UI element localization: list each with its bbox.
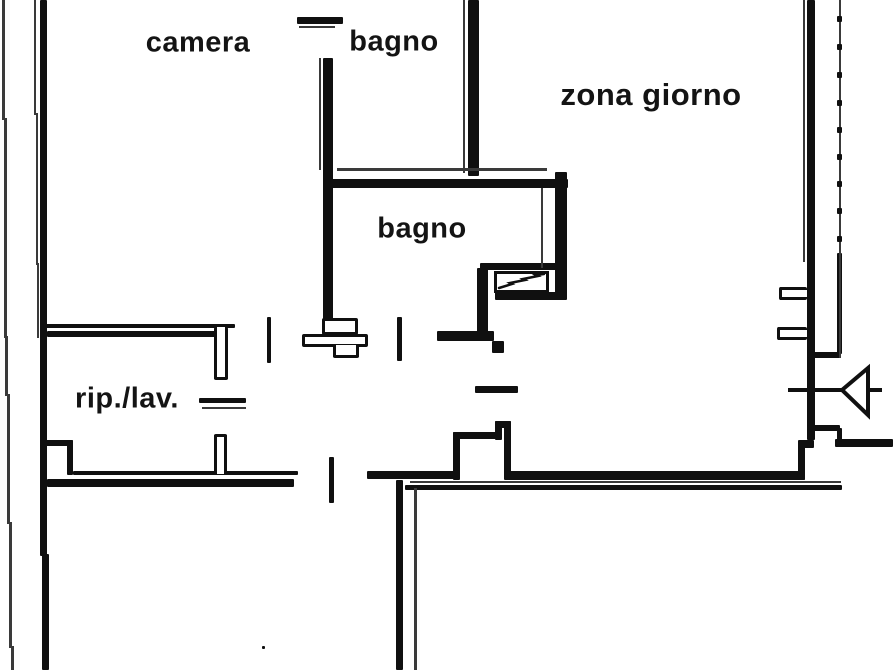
bagno-top-door-mark <box>297 17 343 24</box>
bagno-foot-wall <box>437 331 494 341</box>
zona-door-mark <box>475 386 518 393</box>
corridor-bottom-wall <box>367 471 455 479</box>
rip-doorway-stub <box>214 434 227 474</box>
bagno-right-face <box>463 0 465 173</box>
railing-dot <box>837 154 842 160</box>
camera-left-face <box>36 113 38 265</box>
entry-arrow-icon <box>788 363 882 420</box>
bagno-left-face <box>319 58 321 170</box>
bagno-door-jamb <box>477 268 488 341</box>
camera-left-face <box>37 263 39 338</box>
pillar-bump-left <box>495 421 502 440</box>
rip-bottom-wall-lower <box>47 479 294 487</box>
wall-tooth <box>777 327 807 340</box>
window-hatch-icon <box>494 271 549 293</box>
railing-dot <box>837 181 842 187</box>
lower-divider-face <box>414 488 417 670</box>
bagno-foot-stub <box>492 341 504 353</box>
left-edge-line <box>7 394 10 524</box>
zona-giorno-bottom-wall <box>509 471 805 480</box>
zona-giorno-right-jog <box>798 440 814 448</box>
right-wall-face <box>803 0 805 262</box>
lower-divider-wall <box>396 480 403 670</box>
rip-step-vertical <box>67 440 73 475</box>
railing-dot <box>837 208 842 214</box>
railing-dot <box>837 100 842 106</box>
room-label-camera: camera <box>145 26 251 59</box>
stray-dot <box>262 646 265 649</box>
railing-dot <box>837 44 842 50</box>
zona-giorno-left-wall <box>555 172 567 299</box>
camera-left-wall-lower <box>42 554 49 670</box>
camera-left-wall <box>40 0 47 556</box>
left-edge-line <box>11 646 14 670</box>
rip-step-horizontal <box>40 440 73 446</box>
wall-tooth <box>779 287 807 300</box>
terrace-edge-thin <box>410 481 841 483</box>
bagno-door-tick <box>397 317 402 361</box>
camera-bottom-wall-upper <box>42 324 235 328</box>
corridor-door-tick-left <box>267 317 271 363</box>
left-edge-line <box>2 0 5 120</box>
railing-dot <box>837 127 842 133</box>
pillar-top-side <box>453 432 498 439</box>
right-bottom-wall <box>835 439 893 447</box>
threshold-notch <box>333 345 359 358</box>
railing-dot <box>837 72 842 78</box>
pillar-left-side <box>453 432 460 480</box>
left-edge-line <box>4 118 7 338</box>
pillar-right-side <box>504 421 511 480</box>
room-label-bagno-top: bagno <box>349 25 439 58</box>
zona-giorno-right-step <box>798 446 805 480</box>
niche-bottom-wall <box>495 292 567 300</box>
bagno-top-door-face <box>299 26 335 28</box>
room-label-rip-lav: rip./lav. <box>75 382 179 415</box>
rip-bottom-wall-upper <box>73 471 298 475</box>
left-edge-line <box>5 336 8 396</box>
left-edge-line <box>9 522 12 648</box>
right-perimeter-wall <box>807 0 815 440</box>
room-label-zona-giorno: zona giorno <box>560 77 742 112</box>
bagno-divider-wall <box>325 179 568 188</box>
bagno-top-right-wall <box>468 0 479 176</box>
camera-left-face <box>34 0 36 115</box>
corridor-bottom-tick <box>329 457 334 503</box>
bagno-top-left-wall <box>323 58 333 323</box>
entrance-tick-bottom <box>808 425 840 431</box>
railing-dot <box>837 16 842 22</box>
entrance-tick-top <box>808 352 840 358</box>
terrace-edge-thick <box>405 485 842 490</box>
zona-left-face <box>541 188 543 268</box>
railing-dot <box>837 236 842 242</box>
divider-face <box>337 168 547 171</box>
rip-door-mark <box>199 398 246 403</box>
niche-top-wall <box>480 263 557 270</box>
railing-line <box>839 0 841 358</box>
rip-door-face <box>202 407 246 409</box>
camera-bottom-wall-lower <box>47 331 227 337</box>
pillar-bump-top <box>495 421 511 428</box>
room-label-bagno-lower: bagno <box>377 212 467 245</box>
camera-wall-stub <box>214 327 228 380</box>
threshold-box <box>322 318 358 335</box>
railing-solid-bottom <box>837 428 842 442</box>
